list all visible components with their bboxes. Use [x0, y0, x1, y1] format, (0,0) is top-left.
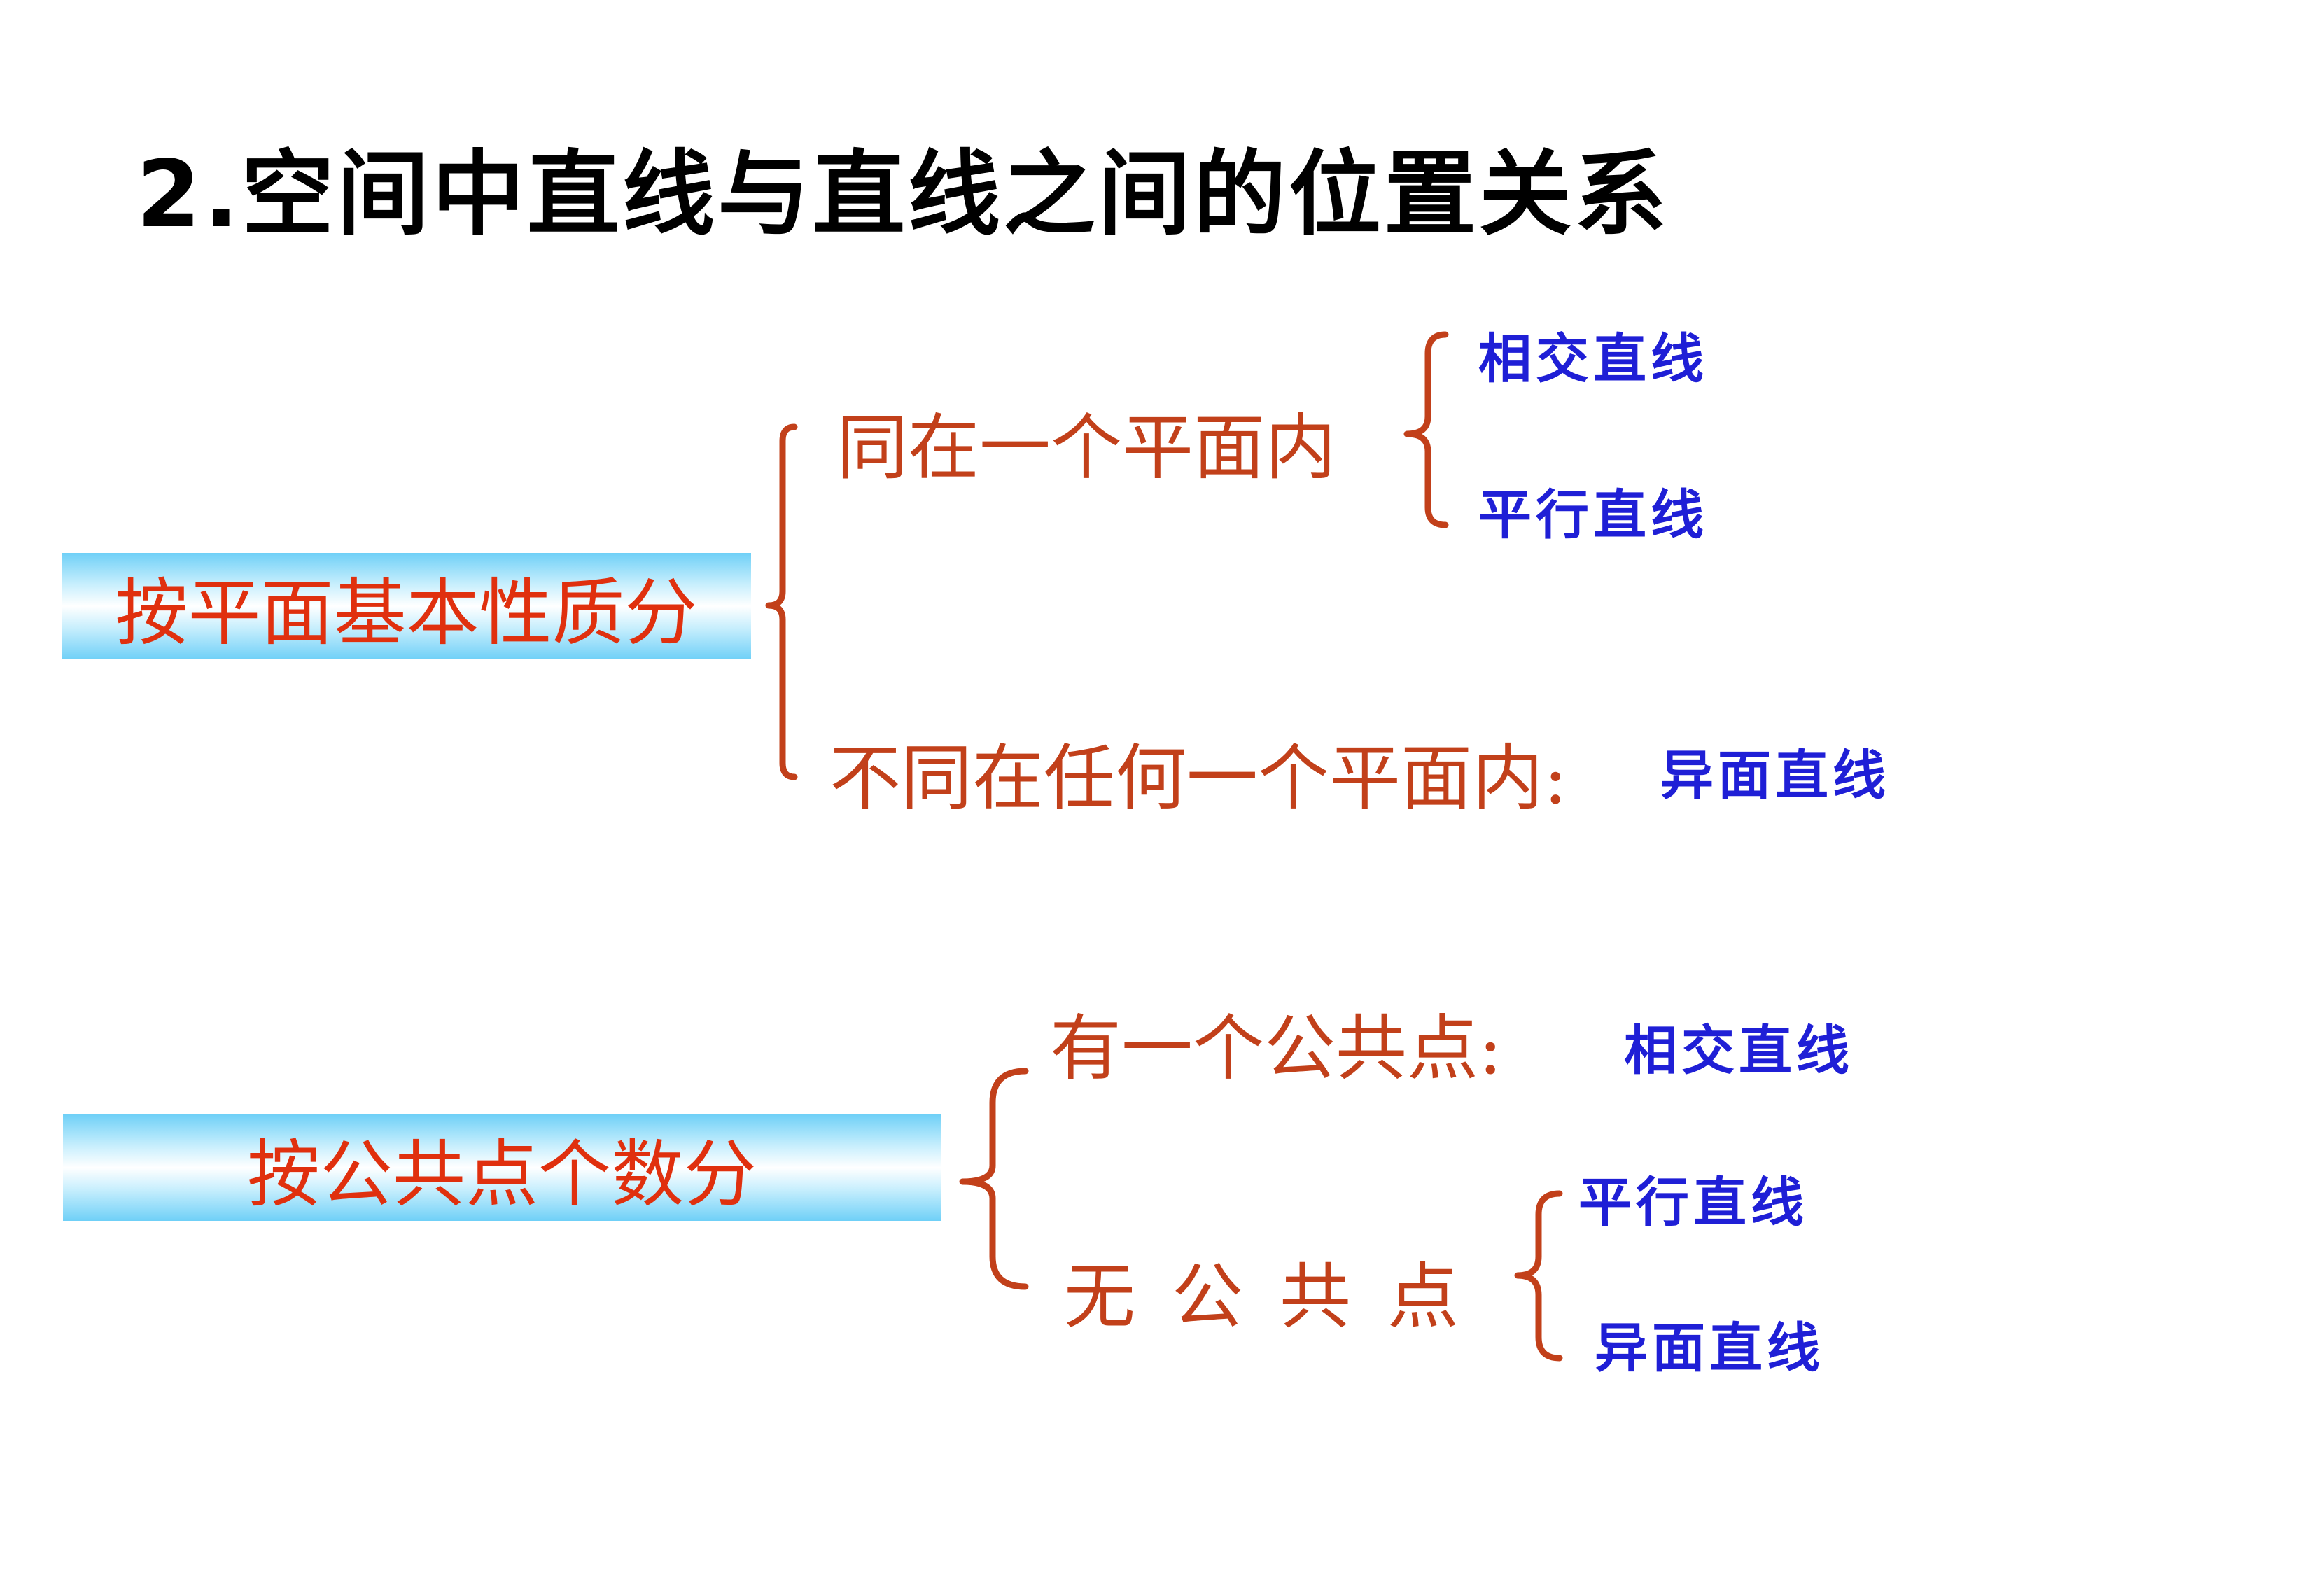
branch-not-same-plane: 不同在任何一个平面内:	[830, 737, 1568, 820]
category-bar-common-points: 按公共点个数分	[63, 1114, 941, 1221]
branch-same-plane: 同在一个平面内	[836, 407, 1336, 490]
leaf-parallel-lines-2: 平行直线	[1578, 1171, 1808, 1233]
leaf-intersecting-lines-2: 相交直线	[1624, 1019, 1854, 1082]
branch-no-common-point: 无公共点	[1064, 1256, 1495, 1339]
leaf-parallel-lines: 平行直线	[1478, 484, 1708, 546]
leaf-skew-lines-2: 异面直线	[1595, 1317, 1824, 1379]
bracket-section2-sub	[1514, 1190, 1563, 1362]
category-label-common-points: 按公共点个数分	[246, 1131, 757, 1217]
leaf-intersecting-lines: 相交直线	[1478, 328, 1708, 390]
bracket-section1-main	[765, 424, 798, 780]
category-label-plane-property: 按平面基本性质分	[115, 570, 698, 656]
bracket-section2-main	[959, 1068, 1029, 1290]
page-title: 2.空间中直线与直线之间的位置关系	[136, 141, 1670, 248]
leaf-skew-lines: 异面直线	[1660, 744, 1890, 806]
branch-one-common-point: 有一个公共点:	[1050, 1007, 1503, 1091]
category-bar-plane-property: 按平面基本性质分	[62, 553, 751, 659]
bracket-section1-sub	[1404, 331, 1449, 528]
